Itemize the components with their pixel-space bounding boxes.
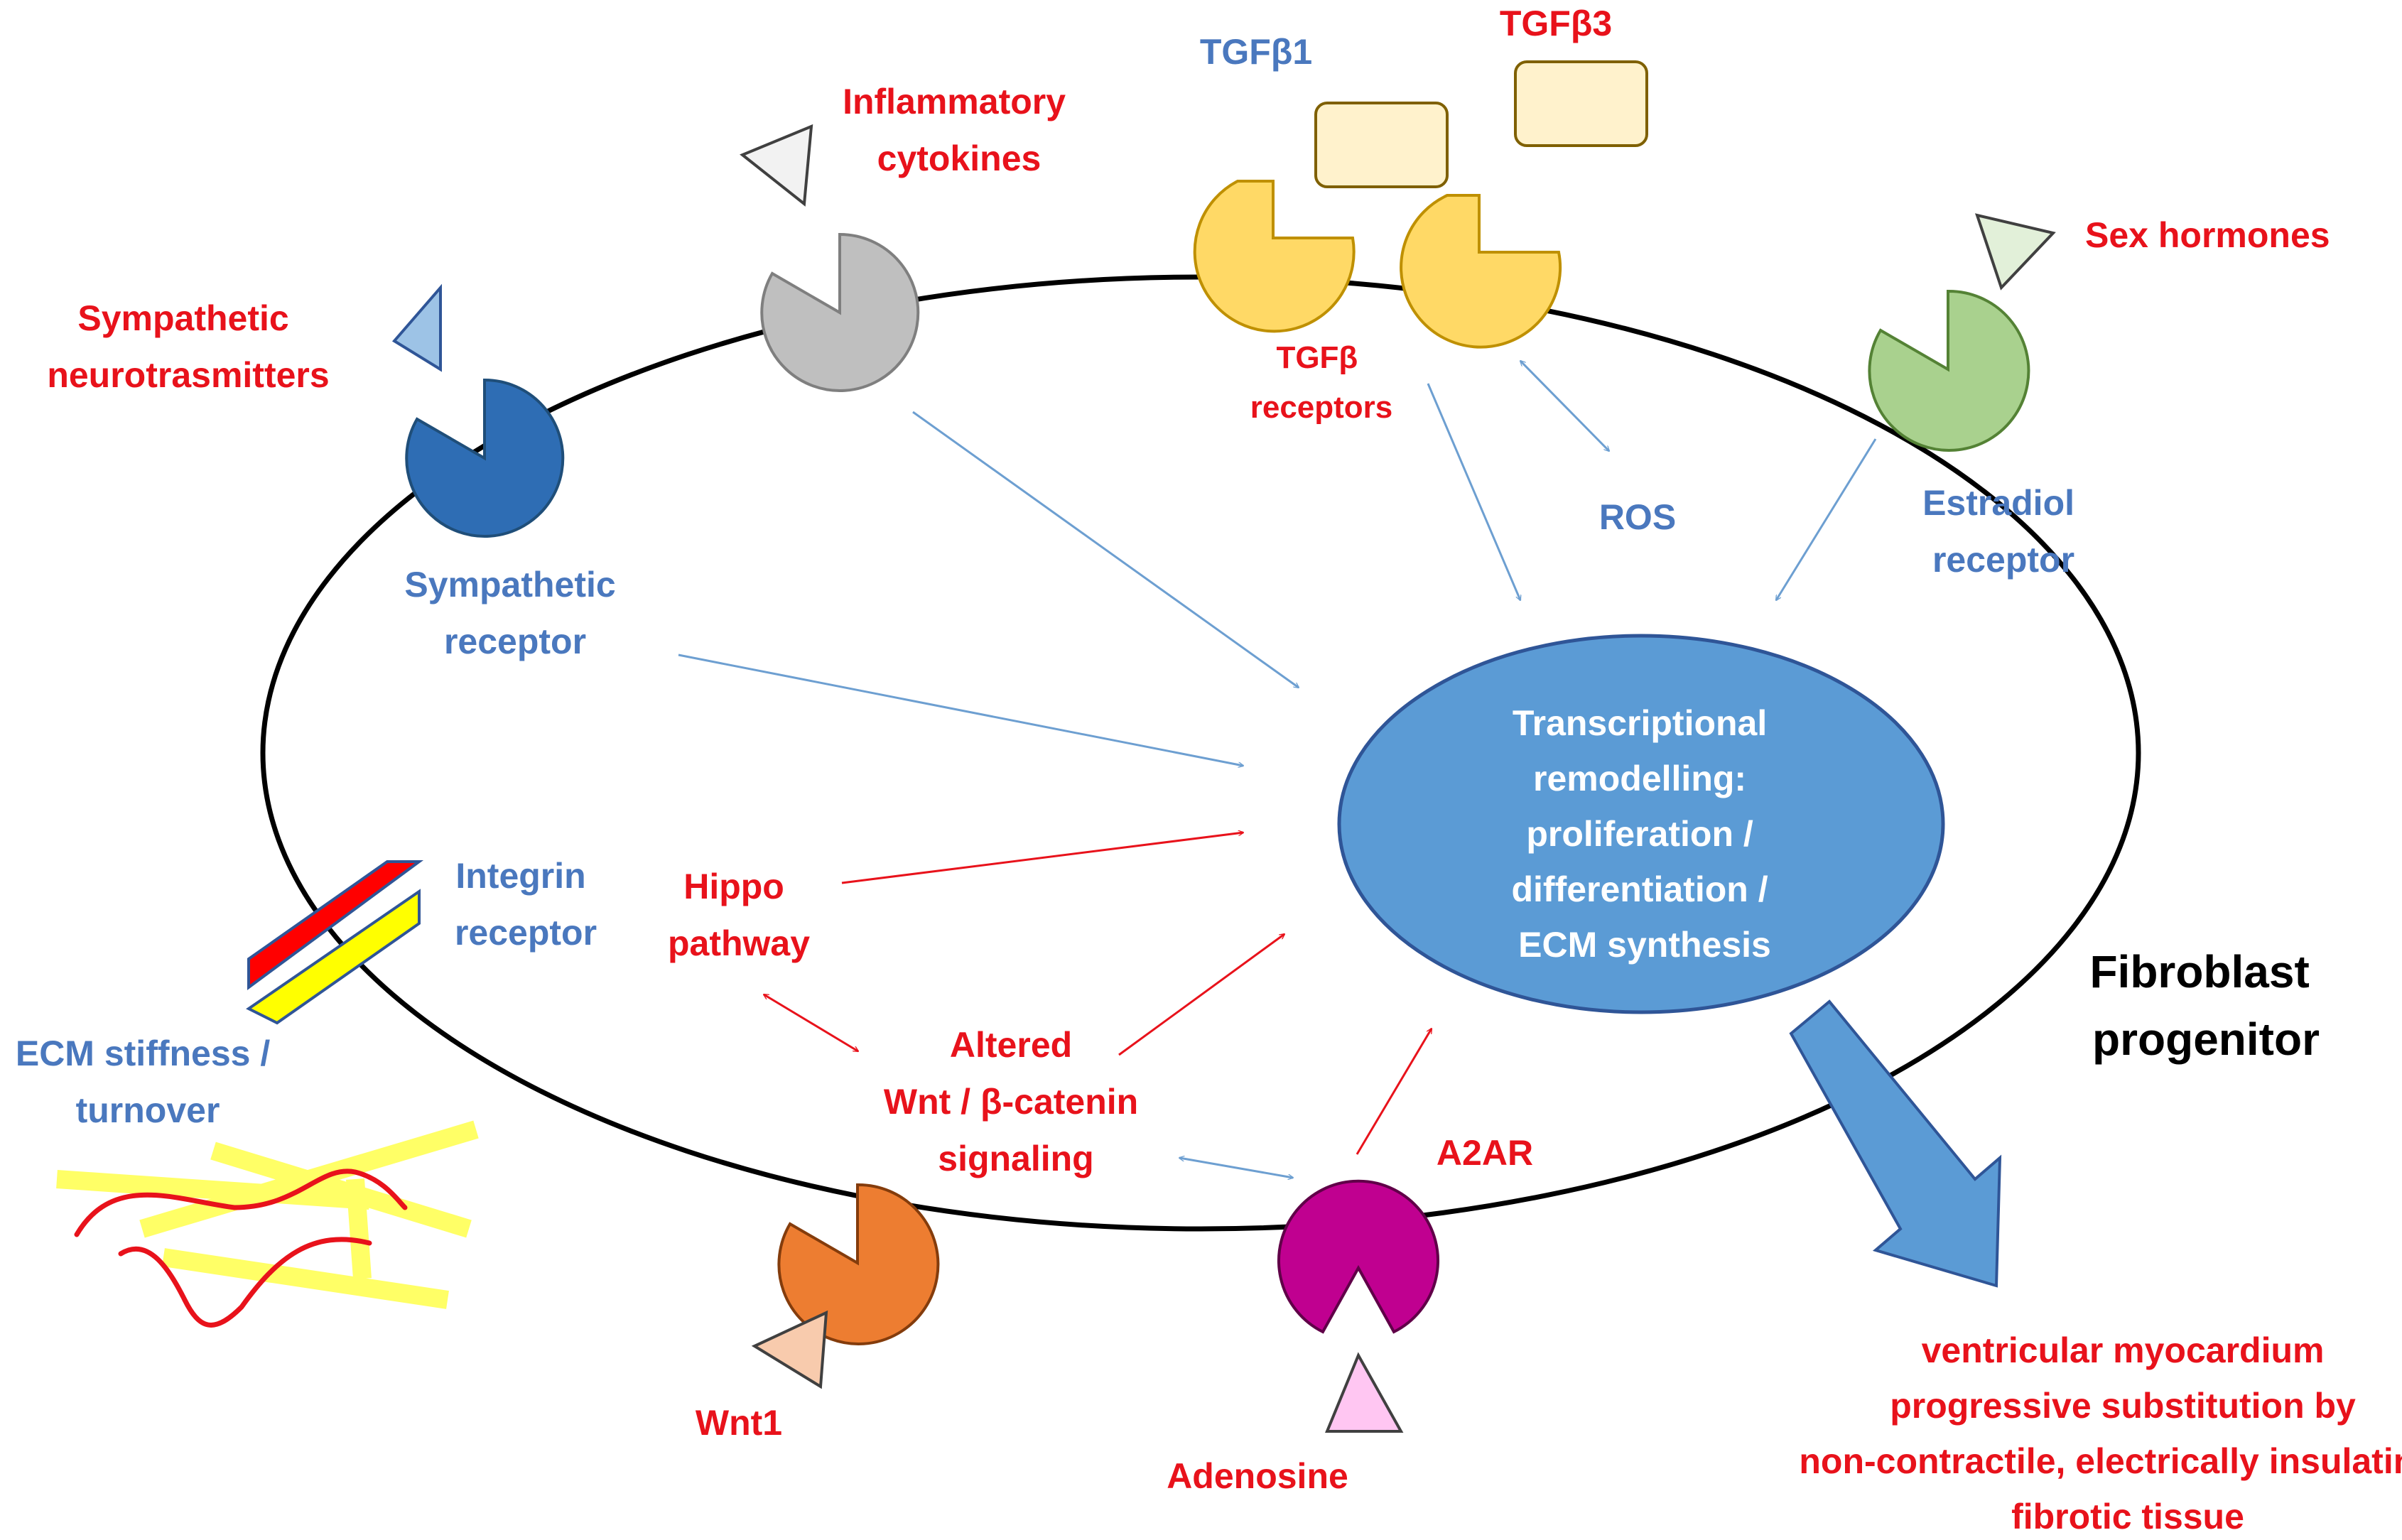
- sympathetic-neurotransmitters-line-1: Sympathetic: [77, 298, 288, 338]
- altered-wnt-line-2: Wnt / β-catenin: [884, 1082, 1138, 1122]
- inflammatory-cytokines-line-1: Inflammatory: [843, 82, 1066, 121]
- wnt-receptor-icon: [777, 1183, 940, 1345]
- ecm-stiffness-line-2: turnover: [76, 1090, 220, 1130]
- nucleus-line-4: differentiation /: [1511, 869, 1768, 909]
- integrin-receptor-line-2: receptor: [455, 913, 597, 953]
- sympathetic-receptor-line-2: receptor: [444, 622, 586, 661]
- arrow-wnt-to-nucleus: [1118, 934, 1284, 1056]
- tgfb1-receptor-icon: [1193, 180, 1356, 333]
- estradiol-receptor-label: Estradiol receptor: [1922, 483, 2084, 580]
- cytokine-ligand-icon: [740, 124, 813, 207]
- arrow-hippo-wnt: [764, 993, 858, 1053]
- fibroblast-progenitor-line-2: progenitor: [2092, 1014, 2320, 1065]
- arrow-cytokine-to-nucleus: [912, 411, 1299, 688]
- integrin-yellow-subunit-icon: [246, 889, 421, 1025]
- neurotransmitter-ligand-icon: [391, 283, 442, 372]
- tgfb3-ligand-icon: [1514, 60, 1648, 147]
- tgfb-receptors-line-1: TGFβ: [1276, 340, 1358, 375]
- integrin-receptor-line-1: Integrin: [455, 856, 585, 896]
- red-arrows: [764, 833, 1433, 1155]
- sympathetic-receptor-icon: [405, 378, 565, 538]
- arrow-tgfb-ros: [1520, 361, 1609, 451]
- outcome-label: ventricular myocardium progressive subst…: [1799, 1330, 2402, 1536]
- arrow-hippo-to-nucleus: [841, 833, 1243, 884]
- hippo-pathway-line-1: Hippo: [683, 867, 784, 906]
- outcome-line-4: fibrotic tissue: [2011, 1497, 2244, 1536]
- wnt1-ligand-icon: [751, 1310, 828, 1389]
- ecm-stiffness-line-1: ECM stiffness /: [16, 1034, 271, 1073]
- altered-wnt-label: Altered Wnt / β-catenin signaling: [884, 1025, 1148, 1178]
- arrow-tgfb-to-nucleus: [1427, 383, 1520, 600]
- outcome-line-1: ventricular myocardium: [1922, 1330, 2325, 1370]
- blue-arrows: [678, 361, 1877, 1178]
- nucleus-line-2: remodelling:: [1533, 759, 1746, 798]
- hippo-pathway-line-2: pathway: [668, 923, 810, 963]
- tgfb-receptors-line-2: receptors: [1250, 390, 1393, 425]
- nucleus-line-3: proliferation /: [1526, 814, 1753, 854]
- outcome-line-2: progressive substitution by: [1890, 1386, 2356, 1426]
- ecm-stiffness-label: ECM stiffness / turnover: [16, 1034, 280, 1130]
- estradiol-receptor-icon: [1868, 289, 2030, 452]
- ros-label: ROS: [1599, 497, 1676, 537]
- adenosine-ligand-icon: [1325, 1352, 1404, 1433]
- a2ar-label: A2AR: [1437, 1133, 1533, 1173]
- outcome-line-3: non-contractile, electrically insulating…: [1799, 1441, 2402, 1481]
- tgfb3-label: TGFβ3: [1500, 4, 1612, 43]
- adenosine-label: Adenosine: [1167, 1456, 1348, 1496]
- nucleus-line-1: Transcriptional: [1513, 703, 1767, 743]
- arrow-estradiol-to-nucleus: [1775, 438, 1877, 600]
- wnt1-label: Wnt1: [696, 1403, 782, 1443]
- cytokine-receptor-icon: [760, 232, 920, 392]
- altered-wnt-line-3: signaling: [938, 1139, 1093, 1178]
- arrow-sympathetic-to-nucleus: [678, 654, 1243, 766]
- membrane-gap: [2057, 966, 2227, 1165]
- nucleus-label: Transcriptional remodelling: proliferati…: [1511, 703, 1778, 965]
- tgfb1-ligand-icon: [1314, 102, 1449, 188]
- ecm-fibers-icon: [56, 1120, 479, 1328]
- integrin-red-subunit-icon: [247, 860, 424, 990]
- tgfb1-label: TGFβ1: [1200, 32, 1312, 72]
- altered-wnt-line-1: Altered: [950, 1025, 1072, 1065]
- sympathetic-neurotransmitters-line-2: neurotrasmitters: [47, 355, 329, 395]
- inflammatory-cytokines-line-2: cytokines: [877, 139, 1042, 178]
- arrow-a2ar-to-nucleus: [1356, 1029, 1433, 1155]
- tgfb-receptors-label: TGFβ receptors: [1250, 340, 1393, 425]
- sympathetic-neurotransmitters-label: Sympathetic neurotrasmitters: [47, 298, 329, 395]
- estradiol-receptor-line-2: receptor: [1932, 540, 2074, 580]
- arrow-wnt-adenosine: [1179, 1158, 1293, 1178]
- nucleus-line-5: ECM synthesis: [1518, 925, 1771, 965]
- fibroblast-progenitor-line-1: Fibroblast: [2089, 946, 2309, 997]
- fibroblast-progenitor-label: Fibroblast progenitor: [2089, 946, 2322, 1065]
- estradiol-receptor-line-1: Estradiol: [1922, 483, 2074, 523]
- sex-hormones-label: Sex hormones: [2085, 215, 2330, 255]
- nucleus: [1337, 634, 1945, 1014]
- sympathetic-receptor-line-1: Sympathetic: [404, 565, 615, 604]
- outcome-arrow: [1789, 999, 2002, 1288]
- adenosine-receptor-icon: [1277, 1179, 1439, 1334]
- inflammatory-cytokines-label: Inflammatory cytokines: [843, 82, 1076, 178]
- tgfb3-receptor-icon: [1400, 194, 1562, 349]
- hippo-pathway-label: Hippo pathway: [668, 867, 810, 963]
- sympathetic-receptor-label: Sympathetic receptor: [404, 565, 625, 661]
- sex-hormone-ligand-icon: [1974, 213, 2056, 291]
- integrin-receptor-label: Integrin receptor: [455, 856, 597, 953]
